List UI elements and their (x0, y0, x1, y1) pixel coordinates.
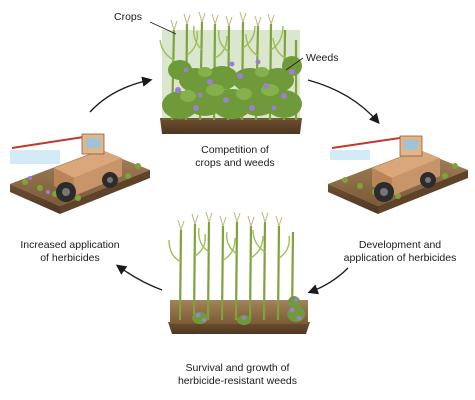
arrow-left-to-top (89, 76, 153, 113)
caption-left-line2: of herbicides (40, 252, 100, 264)
panel-crops-and-weeds (149, 11, 304, 134)
caption-top-line2: crops and weeds (195, 157, 275, 169)
panel-increased-herbicide-application (10, 133, 150, 214)
caption-top-stage: Competition of crops and weeds (165, 144, 305, 170)
caption-right-stage: Development and application of herbicide… (330, 239, 470, 265)
panel-herbicide-application (328, 135, 468, 214)
arrow-right-to-bottom (307, 267, 349, 295)
caption-right-line1: Development and (358, 239, 442, 251)
weed-flowers (175, 59, 295, 111)
caption-left-line1: Increased application (20, 239, 120, 251)
weeds-callout-line (285, 57, 304, 71)
caption-top-line1: Competition of (201, 144, 269, 156)
panel-resistant-weeds (168, 211, 310, 334)
crops-annotation: Crops (114, 11, 143, 23)
caption-bottom-line1: Survival and growth of (185, 362, 290, 374)
tractor-left (54, 133, 122, 202)
caption-left-stage: Increased application of herbicides (10, 239, 130, 265)
surviving-crop-stalks (178, 221, 295, 321)
caption-bottom-stage: Survival and growth of herbicide-resista… (165, 362, 310, 388)
arrow-top-to-right (307, 79, 380, 124)
weeds-annotation: Weeds (306, 52, 339, 64)
arrow-bottom-to-left (115, 264, 163, 291)
caption-right-line2: application of herbicides (343, 252, 457, 264)
crops-callout-line (149, 21, 177, 35)
caption-bottom-line2: herbicide-resistant weeds (177, 375, 298, 387)
tractor-right (372, 135, 440, 202)
